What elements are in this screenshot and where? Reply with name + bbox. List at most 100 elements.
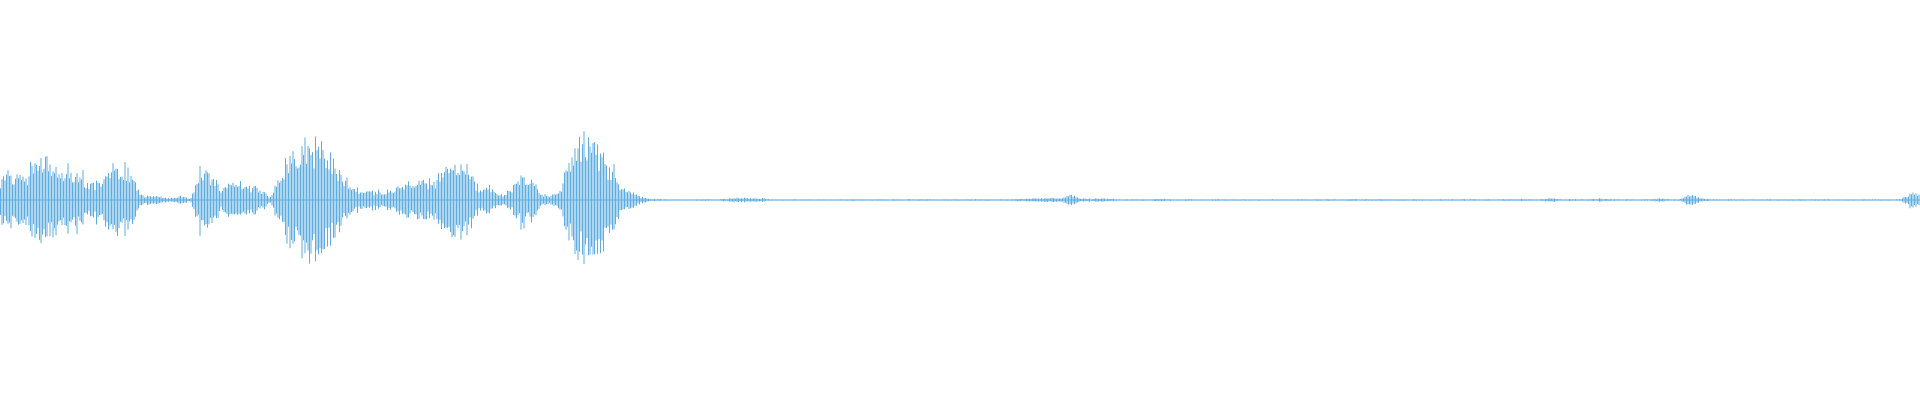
waveform-sample [930,199,931,201]
waveform-sample [1540,199,1542,201]
waveform-sample [1261,199,1263,201]
waveform-sample [1072,196,1074,204]
waveform-sample [214,186,216,216]
waveform-sample [1732,199,1734,201]
waveform-sample [133,181,135,221]
waveform-sample [1837,199,1839,201]
waveform-sample [1374,199,1375,201]
waveform-sample [174,197,175,203]
waveform-sample [255,185,256,215]
waveform-sample [1245,199,1246,201]
waveform-sample [475,190,477,211]
waveform-sample [1780,199,1782,201]
waveform-sample [1077,197,1078,203]
waveform-sample [819,199,820,201]
waveform-sample [1026,198,1027,202]
waveform-sample [550,196,552,205]
waveform-sample [835,199,837,201]
waveform-sample [933,199,934,201]
waveform-sample [1906,197,1908,203]
waveform-sample [1170,199,1171,201]
waveform-sample [435,188,436,214]
waveform-sample [1183,199,1185,201]
waveform-sample [291,163,292,240]
waveform-sample [793,199,795,201]
waveform-sample [228,183,229,217]
waveform-sample [1716,199,1717,201]
waveform-sample [883,199,885,201]
waveform-sample [643,197,645,203]
waveform-sample [1642,199,1644,201]
waveform-sample [364,193,366,208]
waveform-sample [79,177,81,221]
waveform-sample [1084,198,1086,202]
waveform-sample [973,199,975,201]
waveform-sample [903,199,904,201]
waveform-sample [1621,199,1623,201]
waveform-sample [81,179,82,223]
waveform-sample [894,199,895,201]
waveform-sample [1062,198,1063,202]
waveform-sample [1855,199,1857,201]
waveform-sample [1279,199,1281,201]
waveform-sample [1266,199,1267,201]
waveform-sample [1137,199,1138,201]
waveform-sample [738,198,739,202]
waveform-sample [693,199,694,201]
waveform-sample [76,173,78,234]
waveform-sample [126,181,127,221]
waveform-sample [1858,199,1860,201]
waveform-sample [243,188,244,212]
waveform-sample [388,192,390,208]
waveform-sample [895,199,897,201]
waveform-sample [12,184,13,216]
waveform-sample [177,198,178,203]
waveform-sample [1542,199,1543,201]
waveform-sample [1150,199,1152,201]
waveform-sample [1051,197,1053,202]
waveform-sample [235,185,237,214]
waveform-sample [552,194,553,205]
waveform-sample [430,185,432,214]
waveform-sample [651,199,652,201]
waveform-sample [1005,199,1006,201]
waveform-sample [1507,199,1509,201]
waveform-sample [949,199,951,201]
waveform-sample [1449,199,1450,201]
waveform-sample [1030,199,1032,202]
waveform-sample [625,192,627,208]
waveform-sample [1102,198,1104,202]
waveform-sample [774,199,775,201]
waveform-sample [300,164,301,236]
waveform-sample [198,183,199,215]
waveform-sample [132,179,133,224]
waveform-sample [868,199,870,201]
waveform-sample [1074,195,1075,205]
waveform-sample [696,199,697,201]
waveform-sample [735,198,736,202]
waveform-sample [523,177,525,229]
waveform-sample [1237,199,1239,201]
waveform-sample [1002,199,1003,201]
waveform-sample [1548,198,1549,202]
waveform-sample [1243,199,1245,201]
waveform-sample [1687,194,1689,205]
waveform-sample [567,171,568,227]
waveform-sample [1435,199,1437,201]
waveform-sample [1260,199,1261,201]
waveform-sample [483,189,484,211]
waveform-sample [1843,199,1845,201]
waveform-sample [1629,199,1630,201]
waveform-sample [1267,199,1269,201]
waveform-sample [136,190,138,211]
waveform-sample [303,155,304,241]
waveform-sample [1434,199,1435,201]
waveform-sample [267,196,268,204]
waveform-sample [825,199,826,201]
waveform-sample [390,190,391,210]
waveform-sample [325,168,327,229]
waveform-sample [1263,199,1264,201]
waveform-sample [201,177,202,221]
waveform-sample [495,192,496,209]
waveform-sample [1680,199,1681,201]
